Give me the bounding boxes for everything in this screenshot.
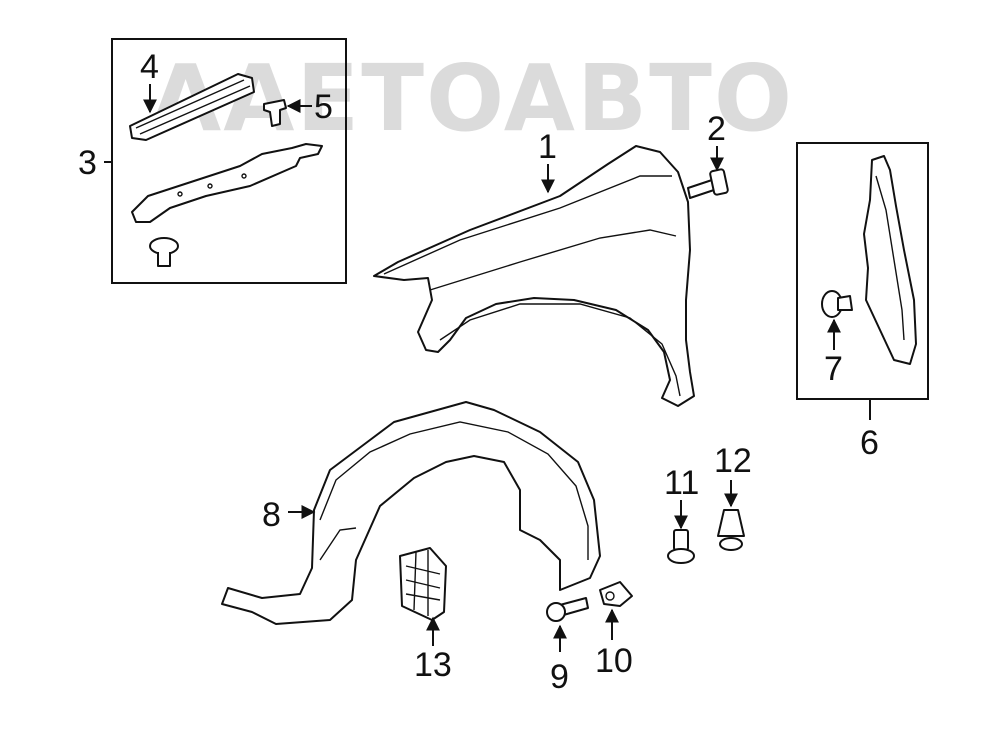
callout-5: 5 — [314, 88, 333, 126]
callout-4: 4 — [140, 48, 159, 86]
callout-6: 6 — [860, 424, 879, 462]
callout-13: 13 — [414, 646, 452, 684]
part-13-pad — [399, 547, 447, 621]
part-11-screw — [667, 529, 695, 564]
part-2-bolt — [687, 168, 729, 199]
callout-2: 2 — [707, 110, 726, 148]
part-6-splash-shield — [863, 155, 917, 365]
callout-9: 9 — [550, 658, 569, 696]
callout-1: 1 — [538, 128, 557, 166]
callout-11: 11 — [664, 464, 699, 502]
part-4-molding — [129, 73, 255, 141]
callout-3: 3 — [78, 144, 97, 182]
callout-12: 12 — [714, 442, 752, 480]
watermark-text: AAETOABTO — [150, 45, 794, 152]
group-box-6 — [796, 142, 929, 400]
callout-7: 7 — [824, 350, 843, 388]
callout-10: 10 — [595, 642, 633, 680]
part-12-push-clip — [717, 509, 745, 551]
part-10-clip — [599, 581, 633, 607]
part-3-clip — [149, 237, 179, 267]
callout-8: 8 — [262, 496, 281, 534]
part-3-bracket — [131, 143, 323, 223]
part-7-clip — [821, 290, 853, 318]
part-8-fender-liner — [221, 401, 601, 625]
part-5-clip — [263, 99, 287, 127]
part-1-fender — [373, 145, 695, 407]
part-9-bolt — [546, 597, 589, 622]
